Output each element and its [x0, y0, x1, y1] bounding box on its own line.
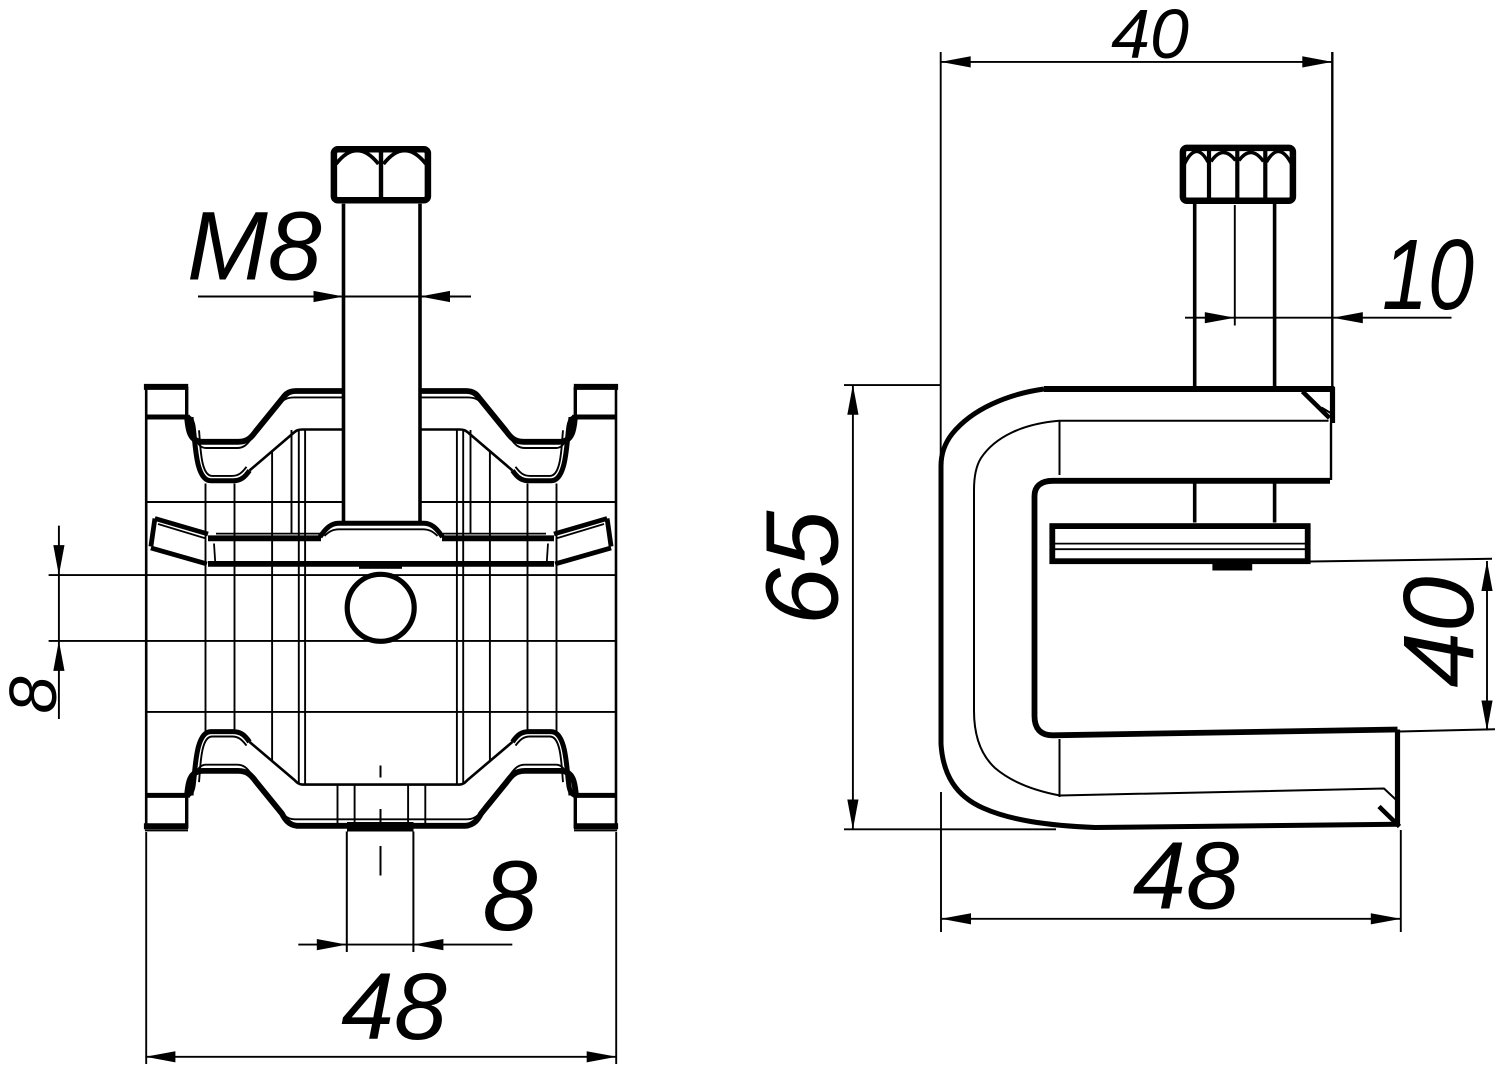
svg-text:40: 40: [1383, 576, 1495, 687]
svg-text:10: 10: [1382, 219, 1474, 331]
svg-text:48: 48: [341, 954, 447, 1060]
svg-text:48: 48: [1133, 823, 1240, 930]
svg-text:8: 8: [0, 676, 71, 713]
svg-text:8: 8: [482, 840, 537, 951]
svg-text:65: 65: [745, 510, 860, 625]
svg-text:M8: M8: [187, 192, 322, 301]
svg-text:40: 40: [1111, 0, 1189, 73]
